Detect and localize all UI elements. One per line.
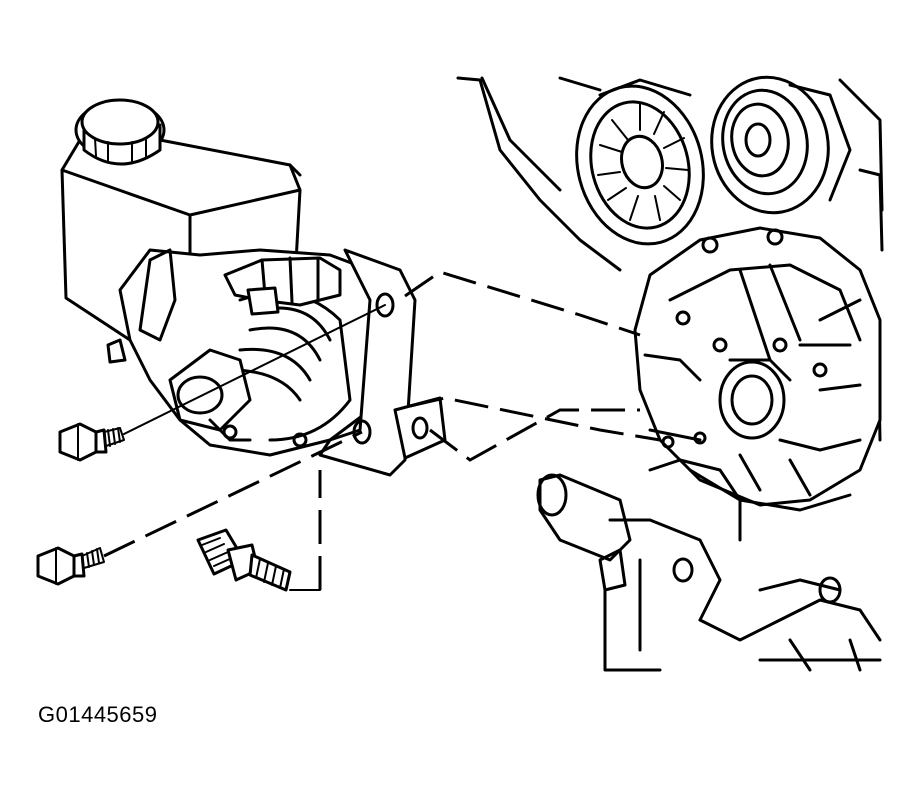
- idler-pulley-icon: [710, 75, 852, 215]
- water-outlet-icon: [536, 458, 882, 672]
- bolt-icon: [36, 546, 105, 586]
- mounting-bracket-icon: [318, 248, 447, 477]
- figure-id: G01445659: [38, 702, 158, 727]
- tensioner-pulley-icon: [575, 78, 705, 246]
- bolt-icon: [58, 422, 125, 462]
- power-steering-pump-icon: [106, 248, 372, 457]
- alignment-lines: [103, 270, 661, 591]
- pump-mount-face-icon: [633, 226, 882, 512]
- stud-icon: [196, 528, 292, 592]
- engine-front-icon: [456, 75, 884, 672]
